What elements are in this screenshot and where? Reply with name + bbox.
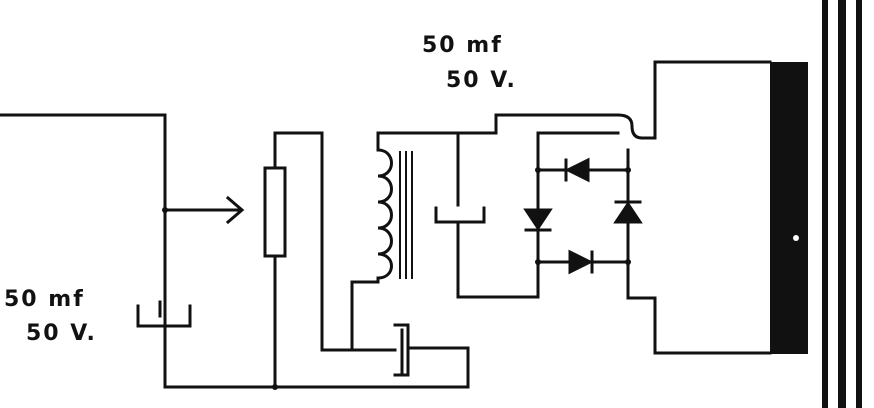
diode-right: [613, 200, 643, 224]
transformer: [350, 113, 620, 352]
bottom-capacitor: [393, 323, 470, 377]
left-capacitor-voltage-label: 50 V.: [26, 321, 97, 346]
bridge-rectifier: [456, 60, 772, 355]
frame-edge: [822, 0, 862, 408]
diode-left: [523, 208, 553, 232]
diode-top: [564, 157, 590, 183]
resistor: [263, 166, 287, 258]
top-capacitor-value-label: 50 mf: [422, 33, 503, 58]
transformer-core: [399, 151, 413, 279]
diode-bottom: [568, 249, 594, 275]
top-capacitor: [434, 131, 486, 299]
left-capacitor-value-label: 50 mf: [4, 287, 85, 312]
junction-dots: [162, 167, 631, 390]
resistor-top-wire: [273, 131, 397, 352]
input-wire: [0, 113, 470, 389]
arrow-to-resistor: [163, 195, 245, 225]
output-panel: [730, 60, 808, 354]
left-capacitor: [136, 300, 192, 328]
top-capacitor-voltage-label: 50 V.: [446, 68, 517, 93]
